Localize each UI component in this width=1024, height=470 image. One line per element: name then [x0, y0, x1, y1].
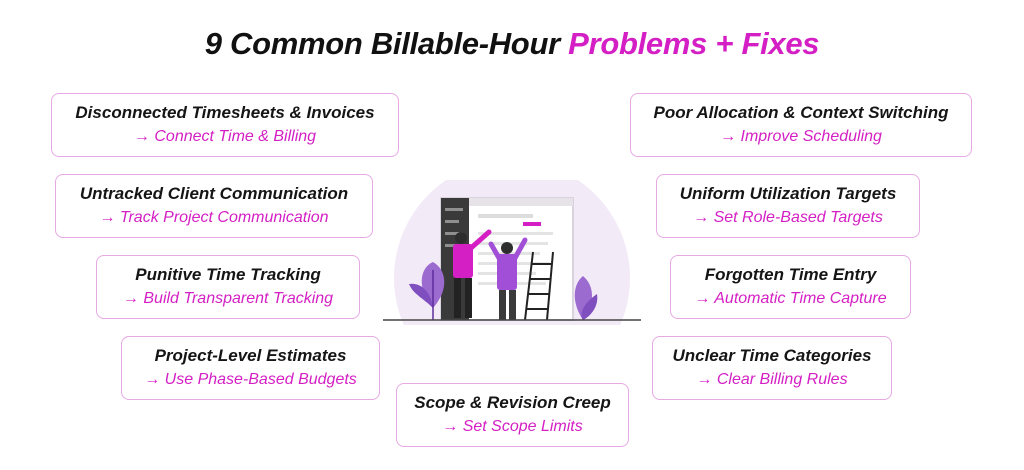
- problem-card-untracked-communication: Untracked Client Communication → Track P…: [55, 174, 373, 238]
- fix-label: → Automatic Time Capture: [694, 290, 887, 307]
- title-main: 9 Common Billable-Hour: [204, 26, 560, 61]
- problem-card-punitive-tracking: Punitive Time Tracking → Build Transpare…: [96, 255, 360, 319]
- problem-label: Forgotten Time Entry: [704, 265, 877, 284]
- person-head: [501, 242, 513, 254]
- problem-card-unclear-categories: Unclear Time Categories → Clear Billing …: [652, 336, 892, 400]
- problem-card-forgotten-time: Forgotten Time Entry → Automatic Time Ca…: [670, 255, 911, 319]
- problem-label: Punitive Time Tracking: [135, 265, 321, 284]
- problem-card-poor-allocation: Poor Allocation & Context Switching → Im…: [630, 93, 972, 157]
- problem-label: Scope & Revision Creep: [414, 393, 611, 412]
- page-title: 9 Common Billable-Hour Problems + Fixes: [0, 26, 1024, 62]
- fix-label: → Set Role-Based Targets: [693, 209, 883, 226]
- problem-label: Project-Level Estimates: [154, 346, 347, 365]
- fix-label: → Use Phase-Based Budgets: [144, 371, 357, 388]
- problem-label: Poor Allocation & Context Switching: [653, 103, 949, 122]
- title-accent: Problems + Fixes: [568, 26, 820, 61]
- person-head: [455, 232, 467, 244]
- problem-label: Uniform Utilization Targets: [679, 184, 897, 203]
- problem-label: Disconnected Timesheets & Invoices: [75, 103, 375, 122]
- problem-card-disconnected-timesheets: Disconnected Timesheets & Invoices → Con…: [51, 93, 399, 157]
- fix-label: → Set Scope Limits: [442, 418, 583, 435]
- problem-label: Unclear Time Categories: [672, 346, 872, 365]
- problem-card-uniform-targets: Uniform Utilization Targets → Set Role-B…: [656, 174, 920, 238]
- problem-card-project-estimates: Project-Level Estimates → Use Phase-Base…: [121, 336, 380, 400]
- problem-card-scope-creep: Scope & Revision Creep → Set Scope Limit…: [396, 383, 629, 447]
- problem-label: Untracked Client Communication: [79, 184, 349, 203]
- team-planning-board-illustration: [383, 160, 641, 396]
- fix-label: → Track Project Communication: [99, 209, 329, 226]
- fix-label: → Improve Scheduling: [720, 128, 882, 145]
- fix-label: → Clear Billing Rules: [696, 371, 848, 388]
- fix-label: → Connect Time & Billing: [133, 128, 317, 145]
- board-topbar: [469, 198, 573, 206]
- fix-label: → Build Transparent Tracking: [122, 290, 334, 307]
